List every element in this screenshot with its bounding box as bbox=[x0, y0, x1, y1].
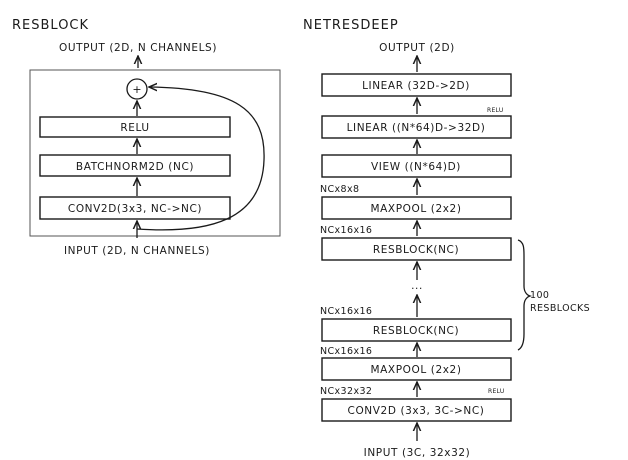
skip-connection bbox=[136, 87, 265, 231]
linear-32d-label: LINEAR ((N*64)D->32D) bbox=[347, 122, 486, 134]
resblock-ellipsis: ... bbox=[411, 280, 423, 292]
resblock-conv-box bbox=[39, 196, 231, 220]
resblock-batchnorm-box bbox=[39, 154, 231, 177]
linear-32d-box bbox=[321, 115, 512, 139]
resblock-input-label: INPUT (2D, N CHANNELS) bbox=[64, 245, 210, 257]
conv-label: CONV2D (3x3, 3C->NC) bbox=[348, 405, 485, 417]
resblock-bottom-box bbox=[321, 318, 512, 342]
resblock-conv-label: CONV2D(3x3, NC->NC) bbox=[68, 203, 202, 215]
resblock-batchnorm-label: BATCHNORM2D (NC) bbox=[76, 161, 194, 173]
shape-nc-16x16-top: NCx16x16 bbox=[320, 225, 372, 236]
maxpool-bottom-box bbox=[321, 357, 512, 381]
brace-label: RESBLOCKS bbox=[530, 303, 590, 314]
shape-nc-16x16-mid: NCx16x16 bbox=[320, 306, 372, 317]
resblock-relu-box bbox=[39, 116, 231, 138]
brace-count: 100 bbox=[530, 290, 549, 301]
conv-box bbox=[321, 398, 512, 422]
resblock-frame bbox=[29, 69, 281, 237]
view-label: VIEW ((N*64)D) bbox=[371, 161, 461, 173]
linear-2d-label: LINEAR (32D->2D) bbox=[362, 80, 470, 92]
shape-nc-32x32: NCx32x32 bbox=[320, 386, 372, 397]
resblock-top-label: RESBLOCK(NC) bbox=[373, 244, 459, 256]
resblock-title: RESBLOCK bbox=[12, 18, 89, 33]
add-symbol: + bbox=[132, 83, 141, 96]
resblock-output-label: OUTPUT (2D, N CHANNELS) bbox=[59, 42, 217, 54]
resblock-top-box bbox=[321, 237, 512, 261]
resblock-relu-label: RELU bbox=[120, 122, 149, 134]
resblock-bottom-label: RESBLOCK(NC) bbox=[373, 325, 459, 337]
net-output-label: OUTPUT (2D) bbox=[379, 42, 455, 54]
linear-2d-box bbox=[321, 73, 512, 97]
maxpool-bottom-label: MAXPOOL (2x2) bbox=[370, 364, 461, 376]
net-input-label: INPUT (3C, 32x32) bbox=[364, 447, 471, 459]
maxpool-top-box bbox=[321, 196, 512, 220]
shape-nc-8x8: NCx8x8 bbox=[320, 184, 359, 195]
resblocks-brace bbox=[517, 239, 533, 351]
net-title: NETRESDEEP bbox=[303, 18, 399, 33]
add-node bbox=[126, 78, 148, 100]
relu-tag-linear: RELU bbox=[487, 107, 504, 114]
maxpool-top-label: MAXPOOL (2x2) bbox=[370, 203, 461, 215]
shape-nc-16x16-bottom: NCx16x16 bbox=[320, 346, 372, 357]
relu-tag-conv: RELU bbox=[488, 388, 505, 395]
view-box bbox=[321, 154, 512, 178]
